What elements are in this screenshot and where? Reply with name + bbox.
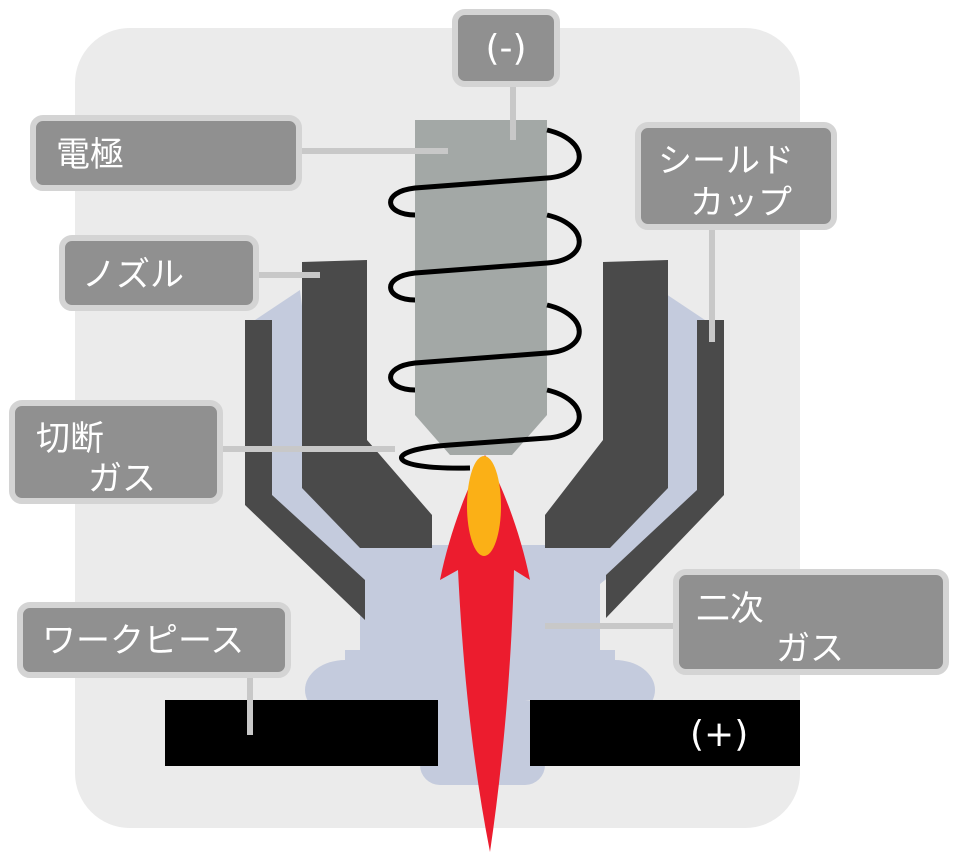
leader-lines — [222, 82, 715, 735]
cutting-gas-label-line1: 切断 — [36, 419, 104, 459]
nozzle-label: ノズル — [59, 235, 259, 311]
shield-cup — [245, 320, 724, 620]
nozzle — [302, 260, 668, 548]
electrode-label: 電極 — [30, 115, 302, 191]
cutting-gas-label: 切断 ガス — [9, 400, 223, 504]
workpiece — [165, 700, 800, 766]
secondary-gas-label-line1: 二次 — [696, 589, 764, 629]
shield-cup-label: シールド カップ — [635, 122, 837, 230]
cutting-gas-label-line2: ガス — [88, 459, 156, 499]
secondary-gas-label-line2: ガス — [776, 629, 844, 669]
secondary-gas-label: 二次 ガス — [673, 569, 949, 675]
swirl-coil — [388, 127, 582, 471]
plasma-jet — [440, 455, 530, 852]
negative-terminal-label: (-) — [452, 9, 560, 87]
positive-terminal-label: (+) — [690, 714, 748, 755]
shield-cup-label-line2: カップ — [690, 183, 792, 223]
workpiece-label-text: ワークピース — [42, 621, 244, 661]
shield-cup-label-line1: シールド — [658, 141, 794, 181]
plasma-core — [467, 456, 501, 556]
workpiece-label: ワークピース — [17, 602, 291, 678]
negative-sign-text: (-) — [485, 28, 526, 69]
electrode-label-text: 電極 — [56, 135, 124, 175]
nozzle-label-text: ノズル — [82, 255, 184, 295]
electrode — [415, 120, 547, 455]
